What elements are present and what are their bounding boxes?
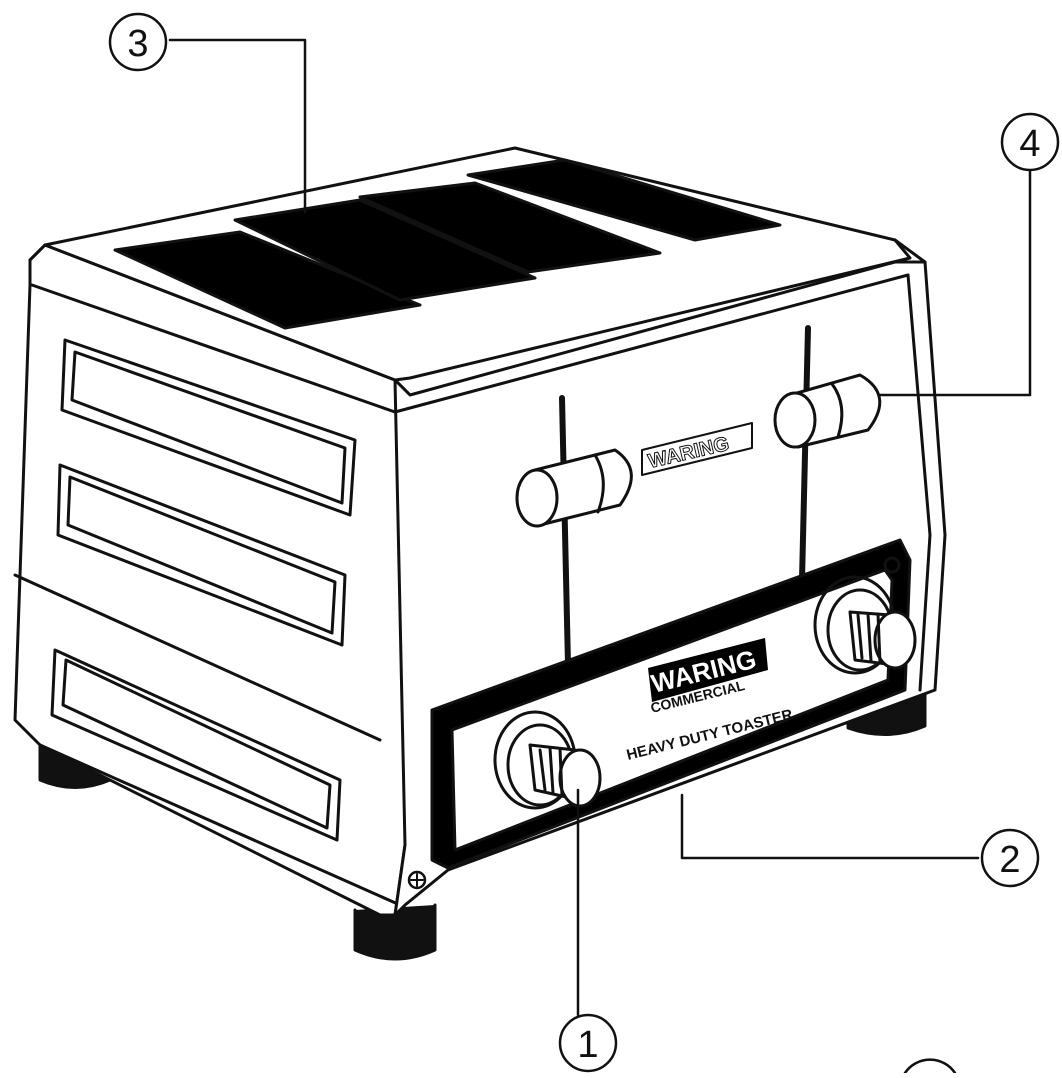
front-screw	[407, 870, 427, 890]
lift-lever-left	[515, 448, 633, 528]
vent-panel-middle-inner	[66, 475, 337, 635]
timer-knobs	[493, 575, 917, 810]
partial-callout-circle	[903, 1058, 957, 1075]
callout-2-number: 2	[999, 839, 1020, 881]
callout-3-number: 3	[127, 23, 148, 65]
timer-knob-left	[493, 710, 602, 810]
side-bottom-seam	[38, 743, 402, 907]
callout-4: 4	[1000, 112, 1060, 172]
leader-3	[168, 38, 307, 214]
callout-3: 3	[108, 12, 168, 72]
callout-4-number: 4	[1019, 123, 1040, 165]
lever-slot-left	[559, 395, 571, 668]
side-top-bevel	[30, 283, 397, 414]
callouts: 1 2 3 4	[108, 12, 1060, 1075]
callout-leaders	[168, 38, 1032, 1017]
leader-4	[878, 166, 1032, 397]
vent-panel-top	[60, 338, 357, 517]
leader-2	[680, 793, 980, 860]
toaster-top	[28, 146, 927, 382]
vent-panel-middle	[56, 463, 347, 647]
indicator-light	[883, 556, 901, 574]
side-seam	[13, 573, 382, 742]
lift-levers	[515, 373, 882, 528]
callout-1-number: 1	[577, 1024, 598, 1066]
vent-panel-top-inner	[70, 350, 347, 505]
foot-front-left	[353, 903, 437, 961]
lift-lever-right	[773, 373, 882, 449]
bread-slot-1	[113, 230, 422, 330]
toaster-side-panel	[13, 243, 412, 917]
front-right-edge	[906, 273, 932, 692]
bread-slot-4	[466, 158, 782, 242]
bread-slot-2	[233, 198, 537, 302]
vent-panel-bottom-inner	[61, 658, 332, 830]
callout-2: 2	[980, 828, 1040, 888]
timer-knob-right	[813, 575, 917, 675]
lever-slot-right	[799, 325, 811, 583]
bread-slot-3	[358, 181, 662, 274]
callout-1: 1	[558, 1013, 618, 1073]
front-screw-cross	[410, 873, 424, 887]
front-top-edge	[393, 273, 910, 414]
top-bevel	[28, 238, 927, 264]
vent-panel-bottom	[50, 648, 342, 842]
